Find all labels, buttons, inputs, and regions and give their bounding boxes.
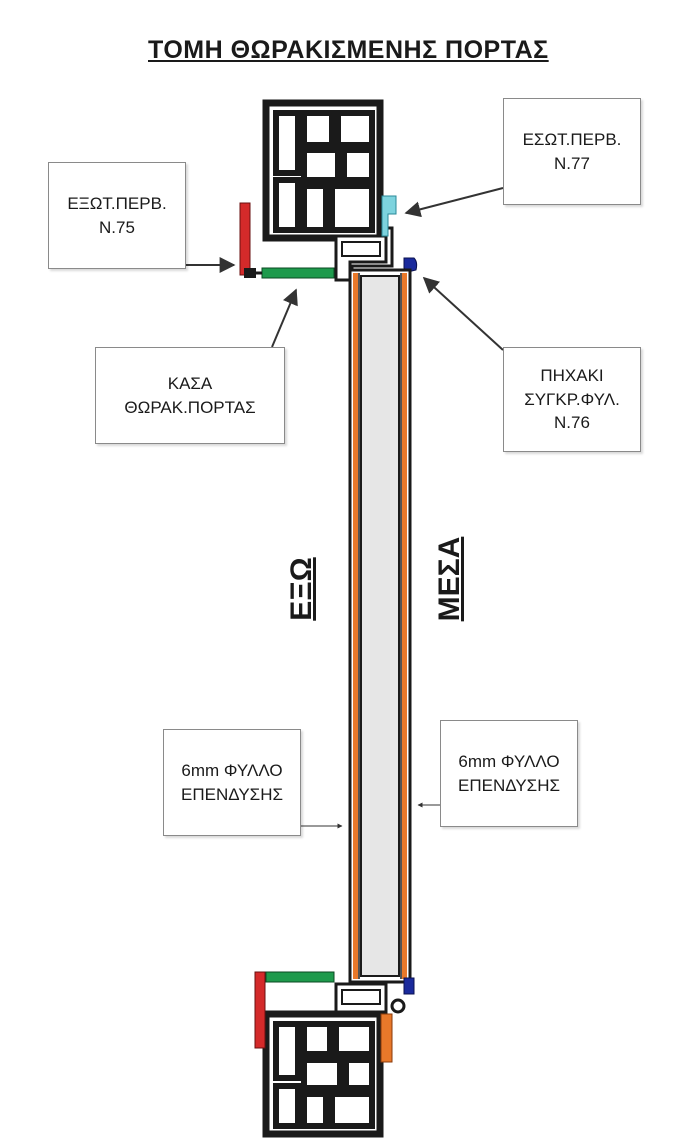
interior-trim-bottom [380, 1013, 393, 1063]
door-leaf [348, 268, 412, 984]
label-seal-line1: ΠΗΧΑΚΙ [540, 365, 604, 385]
frame-plate-bottom [265, 971, 335, 983]
label-panel-outside-line2: ΕΠΕΝΔΥΣΗΣ [181, 784, 283, 804]
bottom-frame-profile [334, 978, 406, 1014]
label-seal: ΠΗΧΑΚΙ ΣΥΓΚΡ.ΦΥΛ. Ν.76 [503, 347, 641, 452]
label-exterior-trim: ΕΞΩΤ.ΠΕΡΒ. Ν.75 [48, 162, 186, 269]
label-panel-inside-line1: 6mm ΦΥΛΛΟ [458, 751, 560, 771]
label-panel-inside: 6mm ΦΥΛΛΟ ΕΠΕΝΔΥΣΗΣ [440, 720, 578, 827]
side-label-outside: ΕΞΩ [285, 557, 318, 621]
label-seal-line3: Ν.76 [554, 413, 590, 433]
arrow-frame [271, 288, 298, 348]
label-exterior-trim-line1: ΕΞΩΤ.ΠΕΡΒ. [67, 193, 167, 213]
exterior-trim-top [239, 202, 251, 276]
label-interior-trim-line1: ΕΣΩΤ.ΠΕΡΒ. [522, 129, 622, 149]
frame-plate-top [261, 267, 335, 279]
label-exterior-trim-line2: Ν.75 [99, 217, 135, 237]
arrow-int-trim [404, 187, 504, 218]
label-seal-line2: ΣΥΓΚΡ.ΦΥΛ. [524, 389, 620, 409]
diagram-title: ΤΟΜΗ ΘΩΡΑΚΙΣΜΕΝΗΣ ΠΟΡΤΑΣ [148, 36, 549, 64]
label-frame: ΚΑΣΑ ΘΩΡΑΚ.ΠΟΡΤΑΣ [95, 347, 285, 444]
bottom-wall-section [262, 1010, 384, 1138]
side-label-inside: ΜΕΣΑ [433, 536, 466, 622]
label-frame-line2: ΘΩΡΑΚ.ΠΟΡΤΑΣ [124, 397, 256, 417]
label-panel-inside-line2: ΕΠΕΝΔΥΣΗΣ [458, 775, 560, 795]
exterior-trim-bottom [254, 971, 266, 1049]
top-wall-section [262, 99, 384, 242]
label-frame-line1: ΚΑΣΑ [167, 373, 213, 393]
label-interior-trim-line2: Ν.77 [554, 153, 590, 173]
label-panel-outside: 6mm ΦΥΛΛΟ ΕΠΕΝΔΥΣΗΣ [163, 729, 301, 836]
arrow-seal [422, 276, 504, 351]
label-interior-trim: ΕΣΩΤ.ΠΕΡΒ. Ν.77 [503, 98, 641, 205]
label-panel-outside-line1: 6mm ΦΥΛΛΟ [181, 760, 283, 780]
interior-trim-top [381, 195, 397, 237]
seal-bottom [403, 977, 415, 995]
